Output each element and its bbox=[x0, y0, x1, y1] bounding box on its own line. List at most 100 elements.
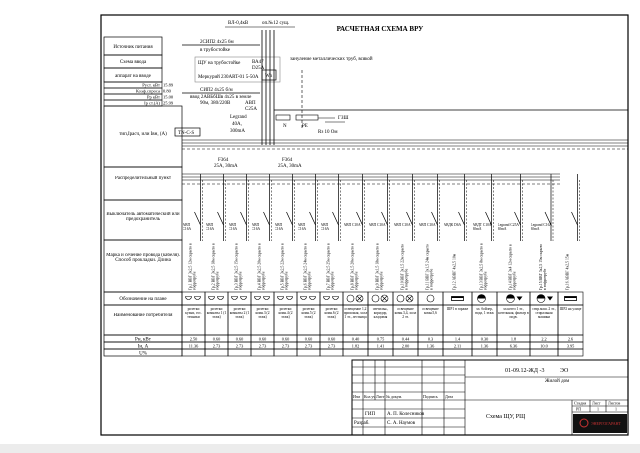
current-value: 1.36 bbox=[481, 344, 489, 349]
breaker-icon bbox=[458, 211, 465, 226]
consumer-name: розетки комнаты 1 (1 этаж) bbox=[206, 307, 227, 320]
consumer-name: стир.маш. 2 эт., стиральная машина bbox=[532, 307, 556, 320]
cable-mid-3: 90м, 380/220В bbox=[200, 101, 231, 106]
current-value: 2.11 bbox=[454, 344, 461, 349]
power-value: 0.60 bbox=[305, 337, 313, 342]
power-value: 0.60 bbox=[236, 337, 244, 342]
pe-label: PE bbox=[302, 124, 308, 129]
current-value: 2.73 bbox=[328, 344, 336, 349]
row-source: Источник питания bbox=[113, 45, 153, 50]
param-value: 0.80 bbox=[163, 89, 172, 94]
breaker-icon bbox=[240, 211, 247, 226]
rcd-group-2: F364 bbox=[282, 158, 293, 163]
row-p: Рн, кВт bbox=[135, 338, 152, 343]
current-value: 2.00 bbox=[402, 344, 410, 349]
breaker-label: АВП С16А bbox=[320, 223, 330, 231]
title-block-header: № докум. bbox=[386, 394, 402, 399]
breaker-label: АВП С16А bbox=[297, 223, 307, 231]
breaker-top: ВА47 bbox=[252, 60, 264, 65]
row-i: Iн, А bbox=[138, 345, 149, 350]
consumer-name: светильн., коридор, кладовая bbox=[372, 307, 389, 320]
shu-label: ЩУ на трубостойке bbox=[198, 61, 241, 66]
breaker-mid-2: С25А bbox=[245, 107, 257, 112]
system-badge bbox=[174, 127, 201, 137]
object-name: Жилой дом bbox=[545, 379, 570, 384]
consumer-name: розетки комн.3 (2 этаж) bbox=[255, 307, 270, 320]
current-value: 6.36 bbox=[510, 344, 518, 349]
consumer-column: АВП С16А Гр.3 ВВГ 3х2,5 15м скрыто в гофр… bbox=[227, 174, 252, 357]
consumer-name: освещение 1,2 прихожая, холл 1 эт., лест… bbox=[343, 307, 368, 320]
stage-header: Стадия bbox=[574, 401, 586, 406]
pe-bus bbox=[295, 114, 319, 121]
title-block-header: Кол.уч bbox=[364, 394, 375, 399]
cable-label: Гр.15 ВВГ 3х2,5 15м скрыто в гофротрубе bbox=[539, 244, 548, 290]
meter-short: Wh bbox=[265, 74, 273, 79]
sheet-title: Схема ЩУ, РЩ bbox=[486, 414, 525, 420]
row-du: U% bbox=[139, 352, 147, 357]
rcd-rating: 40А, bbox=[232, 122, 242, 127]
rcd-group-1b: 25А, 30mA bbox=[214, 164, 238, 169]
row-input-scheme: Схема ввода bbox=[120, 60, 147, 65]
row-consumer: Наименование потребителя bbox=[113, 313, 173, 318]
lamp-icon bbox=[396, 294, 405, 303]
rcd-group-1: F364 bbox=[218, 158, 229, 163]
breaker-icon bbox=[356, 211, 363, 226]
consumer-name: розетки комн.4 (2 этаж) bbox=[278, 307, 293, 320]
breaker-icon bbox=[286, 211, 293, 226]
socket-icon bbox=[323, 296, 339, 300]
power-value: 2.50 bbox=[190, 337, 198, 342]
current-value: 11.36 bbox=[189, 344, 199, 349]
line-label: ВЛ-0,4кВ bbox=[228, 21, 249, 26]
dev-role: Разраб. bbox=[354, 421, 370, 426]
doc-code: 01-09.12-ЖД -3 bbox=[505, 368, 544, 374]
socket-icon bbox=[254, 296, 270, 300]
breaker-label: АВДК D6A bbox=[443, 223, 462, 227]
cable-label: Гр.1 ВВГ 3х2,5 12м скрыто в гофротрубе bbox=[188, 243, 197, 290]
power-value: 0.3 bbox=[428, 337, 433, 342]
consumer-name: ШР1 в гараже bbox=[446, 307, 469, 311]
current-value: 2.73 bbox=[236, 344, 244, 349]
left-table: Источник питания Схема ввода аппарат на … bbox=[103, 36, 183, 357]
power-value: 0.60 bbox=[328, 337, 336, 342]
breaker-label: АВП С16А bbox=[228, 223, 238, 231]
row-input-device: аппарат на вводе bbox=[115, 74, 151, 79]
breaker-label: АВДТ С10А 30mA bbox=[472, 223, 492, 231]
breaker-icon bbox=[544, 211, 552, 226]
cable-label: Гр.12 АВВГ 4х2,5 10м bbox=[452, 253, 457, 290]
rcd-current: 300mA bbox=[230, 129, 245, 134]
socket-icon bbox=[277, 296, 293, 300]
cable-label: Гр.6 ВВГ 3х2,5 24м скрыто в гофротрубе bbox=[303, 243, 312, 290]
sheet-header: Лист bbox=[592, 401, 601, 406]
title-block-header: Дата bbox=[445, 394, 453, 399]
pole-label: оп.№12 сущ. bbox=[262, 20, 289, 26]
current-value: 1.41 bbox=[377, 344, 385, 349]
company-logo bbox=[573, 414, 627, 433]
power-value: 0.44 bbox=[402, 337, 410, 342]
consumer-columns: АВП С16А Гр.1 ВВГ 3х2,5 12м скрыто в гофр… bbox=[181, 174, 584, 357]
cable-in-2: в трубостойке bbox=[200, 48, 231, 53]
rcd-brand: Legrand bbox=[230, 115, 247, 120]
logo-icon bbox=[579, 418, 589, 428]
consumer-name: розетки комн.5 (2 этаж) bbox=[301, 307, 316, 320]
power-value: 2.6 bbox=[568, 337, 574, 342]
breaker-icon bbox=[514, 211, 521, 226]
socket-icon bbox=[185, 296, 201, 300]
gip-name: А. П. Колесников bbox=[387, 412, 425, 417]
socket-icon bbox=[231, 296, 247, 300]
socket-icon bbox=[208, 296, 224, 300]
param-value: 25.99 bbox=[163, 101, 174, 106]
breaker-icon bbox=[309, 211, 316, 226]
cable-label: Гр.3 ВВГ 3х2,5 15м скрыто в гофротрубе bbox=[234, 243, 243, 290]
param-value: 15.00 bbox=[163, 95, 174, 100]
dev-name: С. А. Наумов bbox=[387, 421, 416, 426]
breaker-label: АВП С16А bbox=[274, 223, 284, 231]
row-breaker: Выключатель автоматический или предохран… bbox=[106, 212, 180, 222]
